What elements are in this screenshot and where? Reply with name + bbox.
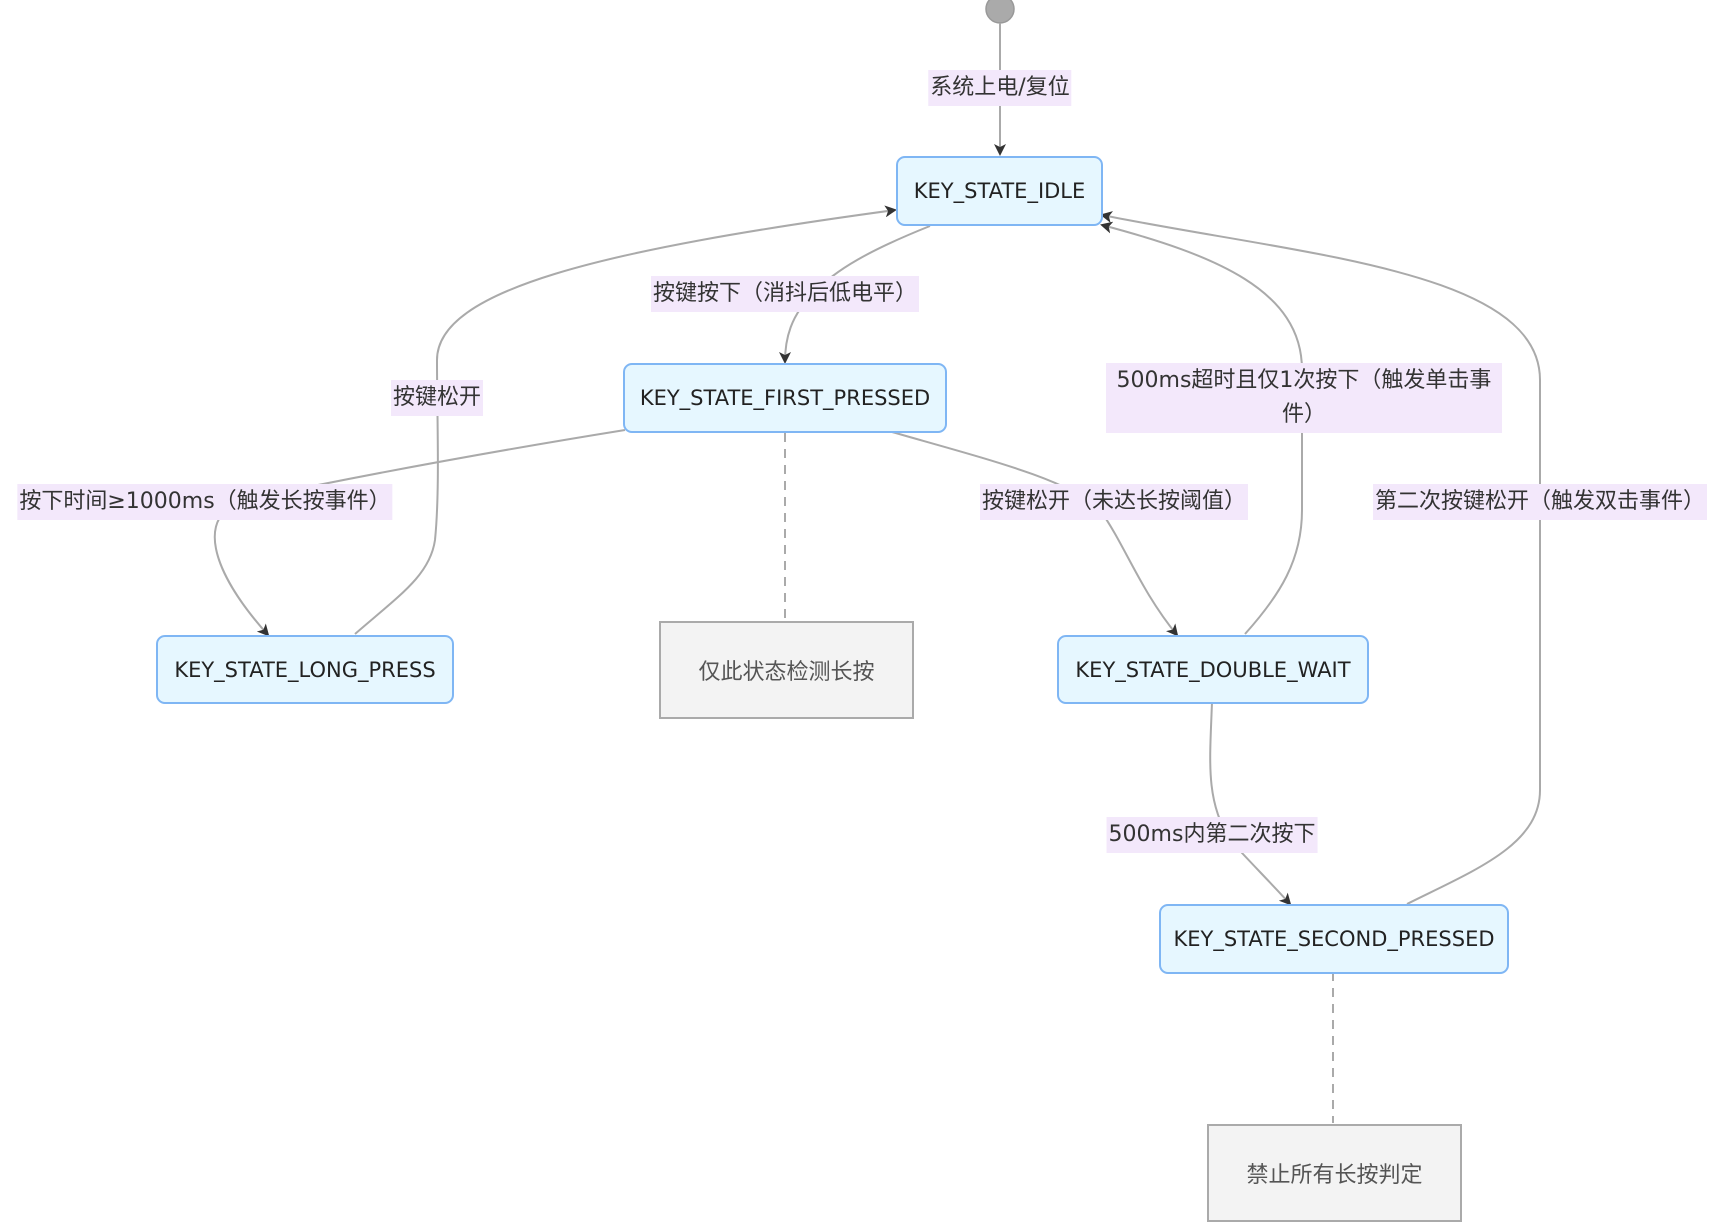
label-long-to-idle: 按键松开 [390, 380, 484, 416]
edge-first-to-double [891, 431, 1179, 637]
start-node [985, 0, 1015, 24]
label-second-to-idle: 第二次按键松开（触发双击事件） [1372, 484, 1708, 520]
label-first-to-long: 按下时间≥1000ms（触发长按事件） [17, 484, 393, 520]
state-second-pressed-label: KEY_STATE_SECOND_PRESSED [1173, 927, 1495, 951]
label-power-on: 系统上电/复位 [928, 70, 1072, 106]
edge-first-to-long [213, 429, 626, 637]
edge-second-to-idle [1100, 211, 1541, 905]
state-double-wait-label: KEY_STATE_DOUBLE_WAIT [1075, 657, 1351, 682]
state-first-pressed[interactable]: KEY_STATE_FIRST_PRESSED [623, 363, 947, 433]
label-double-to-second: 500ms内第二次按下 [1106, 817, 1318, 853]
state-first-pressed-label: KEY_STATE_FIRST_PRESSED [639, 386, 931, 410]
state-long-press-label: KEY_STATE_LONG_PRESS [174, 657, 436, 682]
label-double-to-idle: 500ms超时且仅1次按下（触发单击事件） [1106, 363, 1502, 433]
label-first-to-double: 按键松开（未达长按阈值） [979, 484, 1249, 520]
state-second-pressed[interactable]: KEY_STATE_SECOND_PRESSED [1159, 904, 1509, 974]
note-first-pressed: 仅此状态检测长按 [659, 621, 914, 719]
label-idle-to-first: 按键按下（消抖后低电平） [650, 276, 920, 312]
state-double-wait[interactable]: KEY_STATE_DOUBLE_WAIT [1057, 635, 1369, 704]
state-idle-label: KEY_STATE_IDLE [913, 179, 1086, 203]
edge-double-to-second [1209, 701, 1292, 906]
note-first-pressed-text: 仅此状态检测长按 [698, 660, 875, 685]
state-long-press[interactable]: KEY_STATE_LONG_PRESS [156, 635, 454, 704]
note-second-pressed: 禁止所有长按判定 [1207, 1124, 1462, 1222]
note-second-pressed-text: 禁止所有长按判定 [1246, 1163, 1423, 1188]
edge-long-to-idle [354, 205, 897, 635]
edge-double-to-idle [1100, 221, 1303, 635]
state-idle[interactable]: KEY_STATE_IDLE [896, 156, 1103, 226]
